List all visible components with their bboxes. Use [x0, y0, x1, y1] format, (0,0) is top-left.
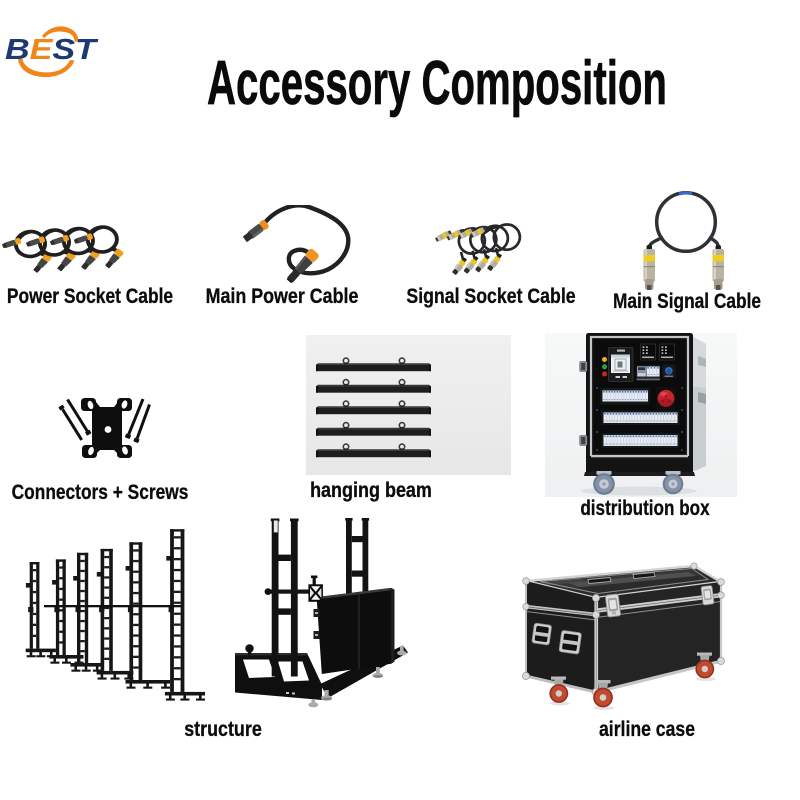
svg-text:BEST: BEST — [5, 34, 99, 66]
